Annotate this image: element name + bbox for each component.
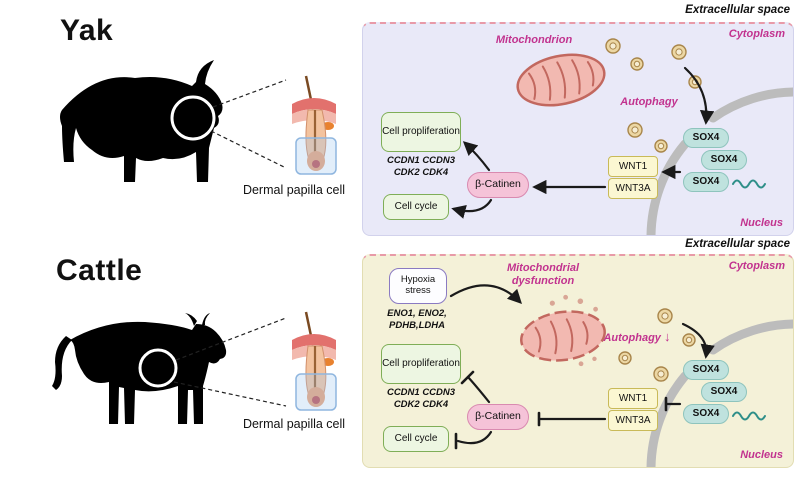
- sox4-box-2: SOX4: [701, 382, 747, 402]
- cattle-heading: Cattle: [56, 254, 143, 287]
- autophagosome-vesicle: [627, 122, 643, 138]
- damaged-mitochondrion-icon: [520, 294, 606, 367]
- cattle-horns: [185, 313, 210, 326]
- inhibit-wnt-to-bcatenin: [537, 411, 607, 427]
- yak-cell-panel: Cytoplasm Mitochondrion Autophagy Nucleu…: [362, 22, 794, 236]
- cattle-inset-caption: Dermal papilla cell: [242, 417, 346, 431]
- hypoxia-line: Hypoxia: [400, 274, 436, 286]
- wnt3a-box: WNT3A: [608, 178, 658, 199]
- yak-illustration: [60, 60, 337, 182]
- gene-line: CDK2 CDK4: [393, 399, 449, 411]
- autophagosome-vesicle: [671, 44, 687, 60]
- papilla-highlight-frame: [295, 137, 337, 175]
- dna-squiggle: [732, 411, 766, 421]
- gene-line: PDHB,LDHA: [389, 320, 445, 332]
- autophagosome-vesicle: [618, 351, 632, 365]
- arrow-bcatenin-to-cellcycle: [451, 198, 493, 219]
- hypoxia-stress-box: Hypoxia stress: [389, 268, 447, 304]
- inhibit-sox4-to-wnt: [664, 396, 682, 412]
- mito-dysfunction-label: Mitochondrial dysfunction: [481, 262, 605, 287]
- autophagosome-vesicle: [630, 57, 644, 71]
- wnt1-box: WNT1: [608, 156, 658, 177]
- autophagy-label: Autophagy: [620, 96, 678, 108]
- hypoxia-line: stress: [405, 285, 431, 296]
- proliferation-genes: CCDN1 CCDN3 CDK2 CDK4: [373, 155, 469, 180]
- gene-line: ENO1, ENO2,: [387, 308, 447, 319]
- dna-squiggle: [732, 179, 766, 189]
- dermal-papilla: [312, 160, 320, 168]
- mito-dysfunction-line: dysfunction: [511, 274, 575, 287]
- papilla-highlight-frame: [295, 373, 337, 411]
- hair-follicle-inset: [292, 311, 337, 411]
- cattle-illustration: [52, 311, 337, 424]
- autophagosome-vesicle: [653, 366, 669, 382]
- nuclear-membrane: [646, 87, 793, 235]
- cytoplasm-label: Cytoplasm: [728, 28, 785, 40]
- callout-line-top: [212, 79, 287, 108]
- autophagosome-vesicle: [654, 139, 668, 153]
- zoom-circle: [138, 348, 178, 388]
- beta-catenin-box: β-Catinen: [467, 172, 529, 198]
- arrow-bcatenin-to-proliferation: [462, 141, 491, 172]
- cell-cycle-box: Cell cycle: [383, 194, 449, 220]
- inhibit-bcatenin-to-cellcycle: [454, 430, 493, 450]
- autophagy-text: Autophagy: [603, 332, 661, 344]
- wnt3a-box: WNT3A: [608, 410, 658, 431]
- cell-cycle-box: Cell cycle: [383, 426, 449, 452]
- epidermis: [292, 98, 336, 114]
- yak-panel-graphics: [451, 38, 793, 235]
- arrow-autophagy-to-sox4: [683, 66, 715, 125]
- zoom-circle: [170, 95, 216, 141]
- mitochondrion-label: Mitochondrion: [495, 34, 573, 46]
- gene-line: CDK2 CDK4: [393, 167, 449, 179]
- epidermis: [292, 334, 336, 350]
- mitochondrion-icon: [516, 53, 606, 107]
- autophagosome-vesicle: [657, 308, 673, 324]
- nucleus-label: Nucleus: [740, 217, 783, 230]
- cell-proliferation-box: Cell propliferation: [381, 344, 461, 384]
- autophagosome-vesicle: [605, 38, 621, 54]
- nuclear-membrane: [646, 319, 793, 467]
- yak-inset-caption: Dermal papilla cell: [242, 183, 346, 197]
- inhibit-bcatenin-to-proliferation: [460, 370, 491, 404]
- callout-line-bottom: [173, 381, 287, 407]
- sox4-box-1: SOX4: [683, 128, 729, 148]
- cattle-extracellular-label: Extracellular space: [685, 238, 790, 250]
- proliferation-genes: CCDN1 CCDN3 CDK2 CDK4: [373, 387, 469, 412]
- gene-line: CCDN1 CCDN3: [386, 155, 456, 166]
- cattle-panel-graphics: [449, 284, 793, 467]
- autophagy-label: Autophagy ↓: [591, 329, 683, 345]
- mito-dysfunction-line: Mitochondrial: [506, 262, 580, 274]
- sox4-box-3: SOX4: [683, 404, 729, 424]
- callout-line-bottom: [210, 130, 287, 169]
- wnt1-box: WNT1: [608, 388, 658, 409]
- cattle-tail: [52, 336, 72, 390]
- hypoxia-genes: ENO1, ENO2, PDHB,LDHA: [369, 308, 465, 333]
- yak-heading: Yak: [60, 14, 114, 47]
- dermal-papilla: [312, 396, 320, 404]
- yak-extracellular-label: Extracellular space: [685, 4, 790, 16]
- beta-catenin-box: β-Catinen: [467, 404, 529, 430]
- cell-proliferation-box: Cell propliferation: [381, 112, 461, 152]
- autophagy-decrease-arrow-icon: ↓: [664, 329, 671, 344]
- hair-follicle-inset: [292, 75, 337, 175]
- arrow-hypoxia-to-mitochondria: [449, 284, 522, 305]
- arrow-autophagy-to-sox4: [681, 322, 715, 359]
- sox4-box-1: SOX4: [683, 360, 729, 380]
- sox4-box-3: SOX4: [683, 172, 729, 192]
- yak-silhouette: [60, 60, 223, 182]
- cattle-cell-panel: Cytoplasm Mitochondrial dysfunction Auto…: [362, 254, 794, 468]
- callout-line-top: [175, 317, 287, 361]
- autophagosome-vesicle: [682, 333, 696, 347]
- gene-line: CCDN1 CCDN3: [386, 387, 456, 398]
- cytoplasm-label: Cytoplasm: [728, 260, 785, 272]
- cattle-silhouette: [70, 321, 227, 424]
- nucleus-label: Nucleus: [740, 449, 783, 462]
- sox4-box-2: SOX4: [701, 150, 747, 170]
